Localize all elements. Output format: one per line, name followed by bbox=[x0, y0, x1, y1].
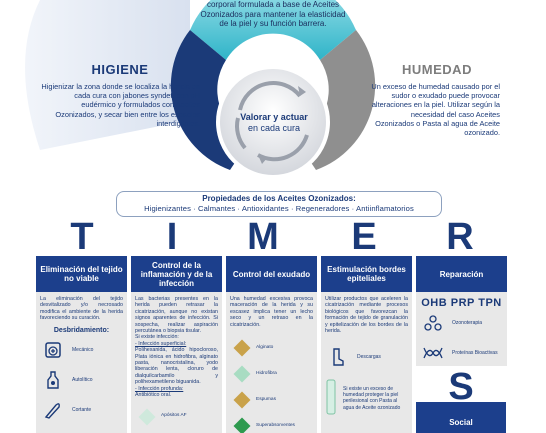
column-m-text: Una humedad excesiva provoca maceración … bbox=[230, 296, 313, 328]
dna-icon bbox=[420, 340, 446, 366]
column-e-item2-label: Si existe un exceso de humedad proteger … bbox=[343, 385, 401, 411]
center-label: Valorar y actuar en cada cura bbox=[232, 112, 316, 133]
column-i-superficial-label: - Infección superficial: bbox=[135, 340, 187, 347]
diamond-icon bbox=[233, 339, 251, 357]
column-t-item-label: Cortante bbox=[72, 406, 92, 413]
drop-bottle-icon bbox=[40, 367, 66, 393]
center-line1: Valorar y actuar bbox=[240, 112, 308, 122]
column-m: Control del exudado Una humedad excesiva… bbox=[226, 256, 317, 433]
tube-icon bbox=[325, 378, 337, 418]
letter-s: S bbox=[448, 366, 474, 408]
column-e-text: Utilizar productos que aceleren la cicat… bbox=[325, 296, 408, 335]
list-item: Alginato bbox=[230, 338, 313, 358]
letter-r: R bbox=[446, 216, 474, 258]
column-m-header: Control del exudado bbox=[226, 256, 317, 292]
boot-icon bbox=[325, 344, 351, 370]
column-r-abbr: OHB PRP TPN bbox=[421, 297, 502, 309]
column-t-item-label: Autolítico bbox=[72, 376, 93, 383]
care-cycle-graphic bbox=[25, 0, 376, 179]
column-r-item-label: Proteínas Bioactivas bbox=[452, 350, 498, 357]
column-i-item-label: Apósitos AF bbox=[161, 413, 187, 419]
column-i: Control de la inflamación y de la infecc… bbox=[131, 256, 222, 433]
letter-m: M bbox=[247, 216, 279, 258]
column-t-sub: Desbridamiento: bbox=[53, 326, 110, 334]
list-item: Apósitos AF bbox=[135, 407, 218, 427]
humedad-title: HUMEDAD bbox=[402, 62, 472, 77]
ring-top-white bbox=[190, 0, 356, 30]
cycle-arrow-icon bbox=[238, 81, 302, 111]
ring-top-teal bbox=[190, 0, 356, 60]
list-item: Ozonoterapia bbox=[420, 310, 503, 336]
column-t: Eliminación del tejido no viable La elim… bbox=[36, 256, 127, 433]
column-i-deep-label: - Infección profunda: bbox=[135, 385, 184, 392]
column-i-header: Control de la inflamación y de la infecc… bbox=[131, 256, 222, 292]
properties-box: Propiedades de los Aceites Ozonizados: H… bbox=[116, 191, 442, 217]
column-e-item-label: Descargas bbox=[357, 354, 381, 361]
column-r: Reparación OHB PRP TPN Ozonoterapia Prot… bbox=[416, 256, 507, 366]
top-fragment-text: corporal formulada a base de Aceites Ozo… bbox=[200, 0, 346, 28]
column-i-deep-text: Antibiótico oral. bbox=[135, 392, 172, 399]
letter-i: I bbox=[166, 216, 178, 258]
list-item: Proteínas Bioactivas bbox=[420, 340, 503, 366]
diamond-icon bbox=[233, 365, 251, 383]
plus-square-icon bbox=[40, 337, 66, 363]
column-r-header: Reparación bbox=[416, 256, 507, 292]
column-e: Estimulación bordes epiteliales Utilizar… bbox=[321, 256, 412, 433]
list-item: Superabsorventes bbox=[230, 416, 313, 433]
molecule-icon bbox=[420, 310, 446, 336]
diamond-icon bbox=[138, 408, 156, 425]
properties-list: Higienizantes · Calmantes · Antioxidante… bbox=[144, 204, 414, 213]
list-item: Autolítico bbox=[40, 367, 123, 393]
column-m-item-label: Superabsorventes bbox=[256, 422, 295, 428]
column-r-item-label: Ozonoterapia bbox=[452, 320, 483, 327]
column-i-if-infection: Si existe infección: bbox=[135, 334, 179, 341]
diamond-icon bbox=[233, 417, 251, 433]
letter-e: E bbox=[351, 216, 377, 258]
list-item: Hidrofibra bbox=[230, 364, 313, 384]
column-s-header: Social bbox=[416, 402, 506, 433]
higiene-fan bbox=[25, 0, 190, 150]
diamond-icon bbox=[233, 391, 251, 409]
column-t-text: La eliminación del tejido desvitalizado … bbox=[40, 296, 123, 322]
list-item: Mecánico bbox=[40, 337, 123, 363]
column-m-item-label: Alginato bbox=[256, 344, 274, 350]
higiene-text: Higienizar la zona donde se localiza la … bbox=[41, 82, 200, 128]
letter-t: T bbox=[70, 216, 94, 258]
humedad-text: Un exceso de humedad causado por el sudo… bbox=[371, 82, 500, 138]
column-t-item-label: Mecánico bbox=[72, 346, 94, 353]
list-item: Descargas bbox=[325, 344, 408, 370]
list-item: Si existe un exceso de humedad proteger … bbox=[325, 376, 408, 420]
list-item: Cortante bbox=[40, 397, 123, 423]
column-t-header: Eliminación del tejido no viable bbox=[36, 256, 127, 292]
list-item: Espumas bbox=[230, 390, 313, 410]
higiene-title: HIGIENE bbox=[91, 62, 149, 77]
column-i-superficial-text: Polihexanida, ácido hipocloroso, Plata i… bbox=[135, 347, 218, 386]
column-m-item-label: Hidrofibra bbox=[256, 370, 277, 376]
column-m-item-label: Espumas bbox=[256, 396, 276, 402]
properties-title: Propiedades de los Aceites Ozonizados: bbox=[202, 194, 356, 203]
center-line2: en cada cura bbox=[247, 122, 301, 133]
column-e-header: Estimulación bordes epiteliales bbox=[321, 256, 412, 292]
scalpel-icon bbox=[40, 397, 66, 423]
column-i-text: Las bacterias presentes en la herida pue… bbox=[135, 296, 218, 335]
